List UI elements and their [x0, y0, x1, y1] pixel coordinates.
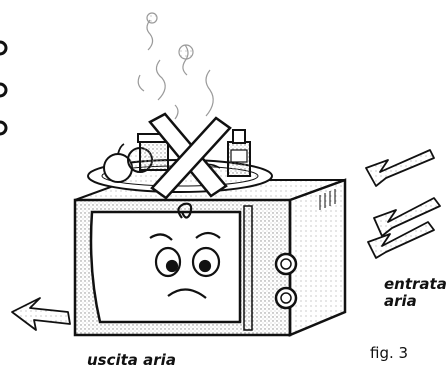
air-intake-arrows-icon — [365, 149, 441, 259]
air-intake-label: entrata aria — [384, 276, 447, 310]
air-intake-label-line-1: entrata — [384, 275, 447, 293]
sad-face — [149, 202, 221, 299]
air-exhaust-label: uscita aria — [87, 351, 176, 369]
air-intake-label-line-2: aria — [384, 292, 417, 310]
figure-caption: fig. 3 — [370, 344, 409, 362]
air-exhaust-arrow-icon — [11, 297, 71, 331]
smoke-wisps — [137, 12, 214, 120]
prohibition-cross-icon — [148, 112, 232, 200]
bullet-markers — [0, 40, 8, 136]
